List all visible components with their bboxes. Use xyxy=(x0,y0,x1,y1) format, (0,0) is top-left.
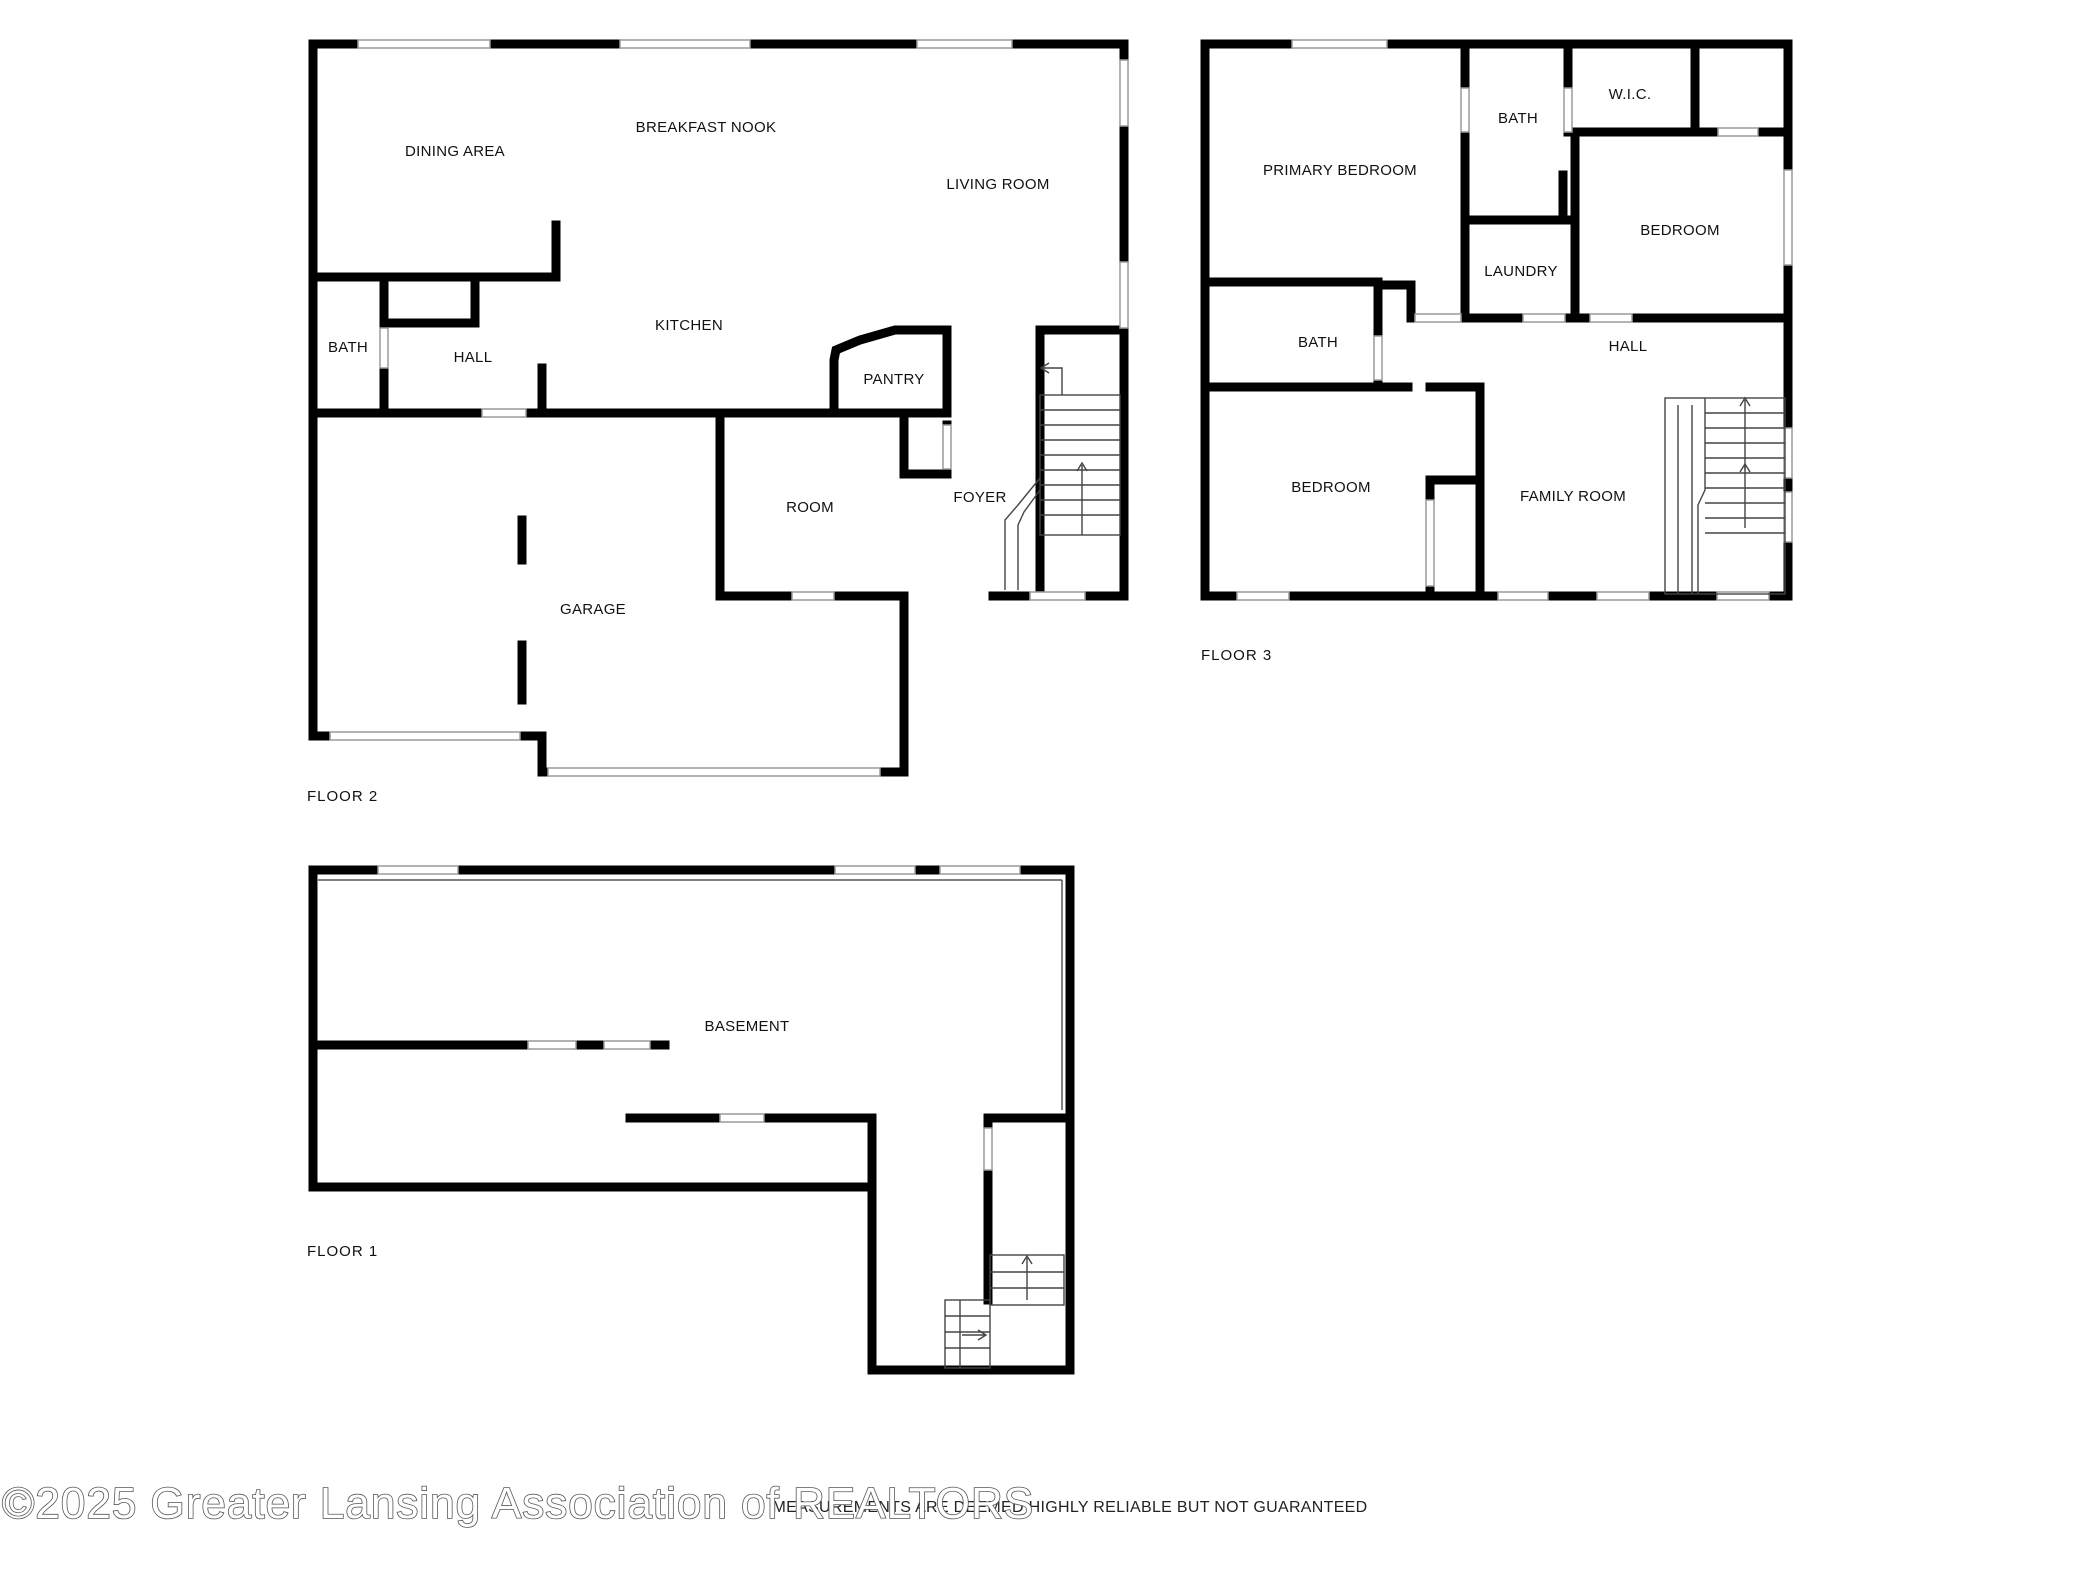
window xyxy=(834,865,916,875)
floor-1-plan xyxy=(308,865,1075,1375)
garage-door xyxy=(547,767,881,777)
door-opening xyxy=(1563,87,1573,133)
room-label-bath: BATH xyxy=(1298,334,1338,351)
floor-1-inner-line xyxy=(318,879,1063,1110)
door-opening xyxy=(603,1040,651,1050)
room-label-bedroom: BEDROOM xyxy=(1640,222,1720,239)
room-label-living-room: LIVING ROOM xyxy=(946,176,1049,193)
room-label-basement: BASEMENT xyxy=(705,1018,790,1035)
floor-2-interior-walls xyxy=(308,220,952,705)
room-label-foyer: FOYER xyxy=(953,489,1006,506)
floor-label-2: FLOOR 2 xyxy=(307,788,378,805)
window xyxy=(1497,591,1549,601)
floor-3-interior-walls xyxy=(1200,39,1793,601)
floor-label-1: FLOOR 1 xyxy=(307,1243,378,1260)
window xyxy=(377,865,459,875)
floor-3-plan xyxy=(1200,39,1793,601)
room-label-garage: GARAGE xyxy=(560,601,626,618)
floor-1-staircase xyxy=(944,1254,1065,1369)
window xyxy=(1119,261,1129,329)
door-opening xyxy=(942,424,952,470)
room-label-primary-bath: BATH xyxy=(1498,110,1538,127)
door-opening xyxy=(527,1040,577,1050)
door-opening xyxy=(1373,335,1383,381)
window xyxy=(1119,59,1129,127)
door-opening xyxy=(791,591,835,601)
room-label-bath: BATH xyxy=(328,339,368,356)
window xyxy=(939,865,1021,875)
door-opening xyxy=(1414,313,1462,323)
floor-1-interior-walls xyxy=(308,1040,1067,1305)
door-opening xyxy=(379,327,389,369)
floor-label-3: FLOOR 3 xyxy=(1201,647,1272,664)
door-opening xyxy=(1589,313,1633,323)
door-opening xyxy=(1522,313,1566,323)
window xyxy=(916,39,1013,49)
window xyxy=(1291,39,1388,49)
window xyxy=(619,39,751,49)
floor-1-outer-wall xyxy=(308,865,1075,1375)
room-label-kitchen: KITCHEN xyxy=(655,317,723,334)
floor-3-outer-wall xyxy=(1200,39,1793,601)
door-opening xyxy=(1460,87,1470,133)
door-opening xyxy=(1425,499,1435,587)
door-opening xyxy=(983,1127,993,1171)
garage-window xyxy=(329,731,521,741)
room-label-primary-bedroom: PRIMARY BEDROOM xyxy=(1263,162,1417,179)
room-label-family-room: FAMILY ROOM xyxy=(1520,488,1626,505)
room-label-bedroom: BEDROOM xyxy=(1291,479,1371,496)
window xyxy=(357,39,491,49)
room-label-room: ROOM xyxy=(786,499,834,516)
door-opening xyxy=(481,408,527,418)
disclaimer: MEASUREMENTS ARE DEEMED HIGHLY RELIABLE … xyxy=(772,1499,1367,1516)
floor-3-staircase xyxy=(1664,396,1786,595)
window xyxy=(1783,427,1793,479)
room-label-laundry: LAUNDRY xyxy=(1484,263,1558,280)
window xyxy=(1596,591,1650,601)
window xyxy=(1716,591,1770,601)
room-label-wic: W.I.C. xyxy=(1609,86,1652,103)
room-label-dining-area: DINING AREA xyxy=(405,143,505,160)
room-label-pantry: PANTRY xyxy=(863,371,924,388)
room-label-hall: HALL xyxy=(454,349,493,366)
window xyxy=(1236,591,1290,601)
room-label-hall: HALL xyxy=(1609,338,1648,355)
window xyxy=(1029,591,1086,601)
watermark: ©2025 Greater Lansing Association of REA… xyxy=(2,1479,1034,1528)
floor-2-plan xyxy=(308,39,1129,777)
window xyxy=(1783,491,1793,543)
window xyxy=(1783,169,1793,266)
door-opening xyxy=(719,1113,765,1123)
door-opening xyxy=(1717,127,1759,137)
floor-2-staircase xyxy=(1004,362,1121,590)
room-label-breakfast-nook: BREAKFAST NOOK xyxy=(636,119,777,136)
